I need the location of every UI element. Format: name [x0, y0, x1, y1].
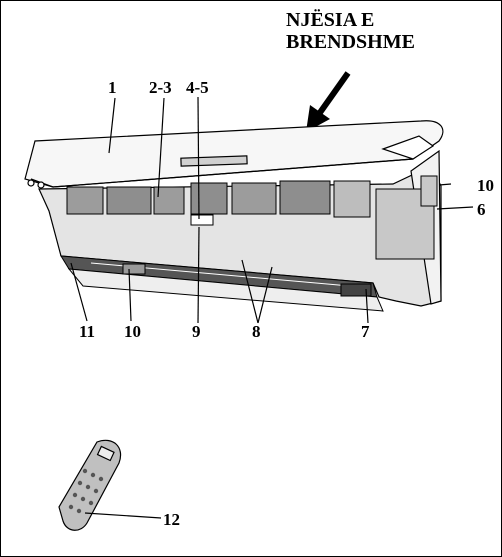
leader-11: [70, 262, 88, 322]
air-outlet: [60, 255, 384, 312]
callout-9: 9: [192, 322, 201, 341]
callout-2-3: 2-3: [149, 78, 172, 97]
callout-7: 7: [361, 322, 370, 341]
remote-control: [58, 439, 122, 531]
leader-lines: [70, 96, 474, 519]
leader-9: [197, 226, 200, 324]
leader-7: [365, 288, 369, 324]
leader-10-bottom: [128, 268, 132, 322]
title-arrow: [306, 71, 351, 132]
callout-10-bottom: 10: [124, 322, 141, 341]
leader-2-3: [157, 97, 165, 198]
leader-1: [108, 97, 116, 154]
display-window: [190, 214, 214, 226]
indoor-unit-title: NJËSIA E BRENDSHME: [286, 9, 415, 54]
leader-8b: [257, 266, 273, 324]
title-line-2: BRENDSHME: [286, 31, 415, 54]
leader-12: [84, 512, 162, 519]
leader-4-5: [197, 96, 200, 220]
callout-1: 1: [108, 78, 117, 97]
title-line-1: NJËSIA E: [286, 9, 375, 31]
callout-12: 12: [163, 510, 180, 529]
leader-8a: [241, 259, 259, 324]
callout-8: 8: [252, 322, 261, 341]
callout-6: 6: [477, 200, 486, 219]
leader-10-right: [438, 183, 452, 186]
air-filters: [66, 180, 371, 218]
right-sensor-panel: [420, 175, 438, 207]
callout-10-right: 10: [477, 176, 494, 195]
leader-6: [436, 206, 474, 210]
callout-4-5: 4-5: [186, 78, 209, 97]
front-panel: [24, 120, 444, 189]
callout-11: 11: [79, 322, 96, 341]
